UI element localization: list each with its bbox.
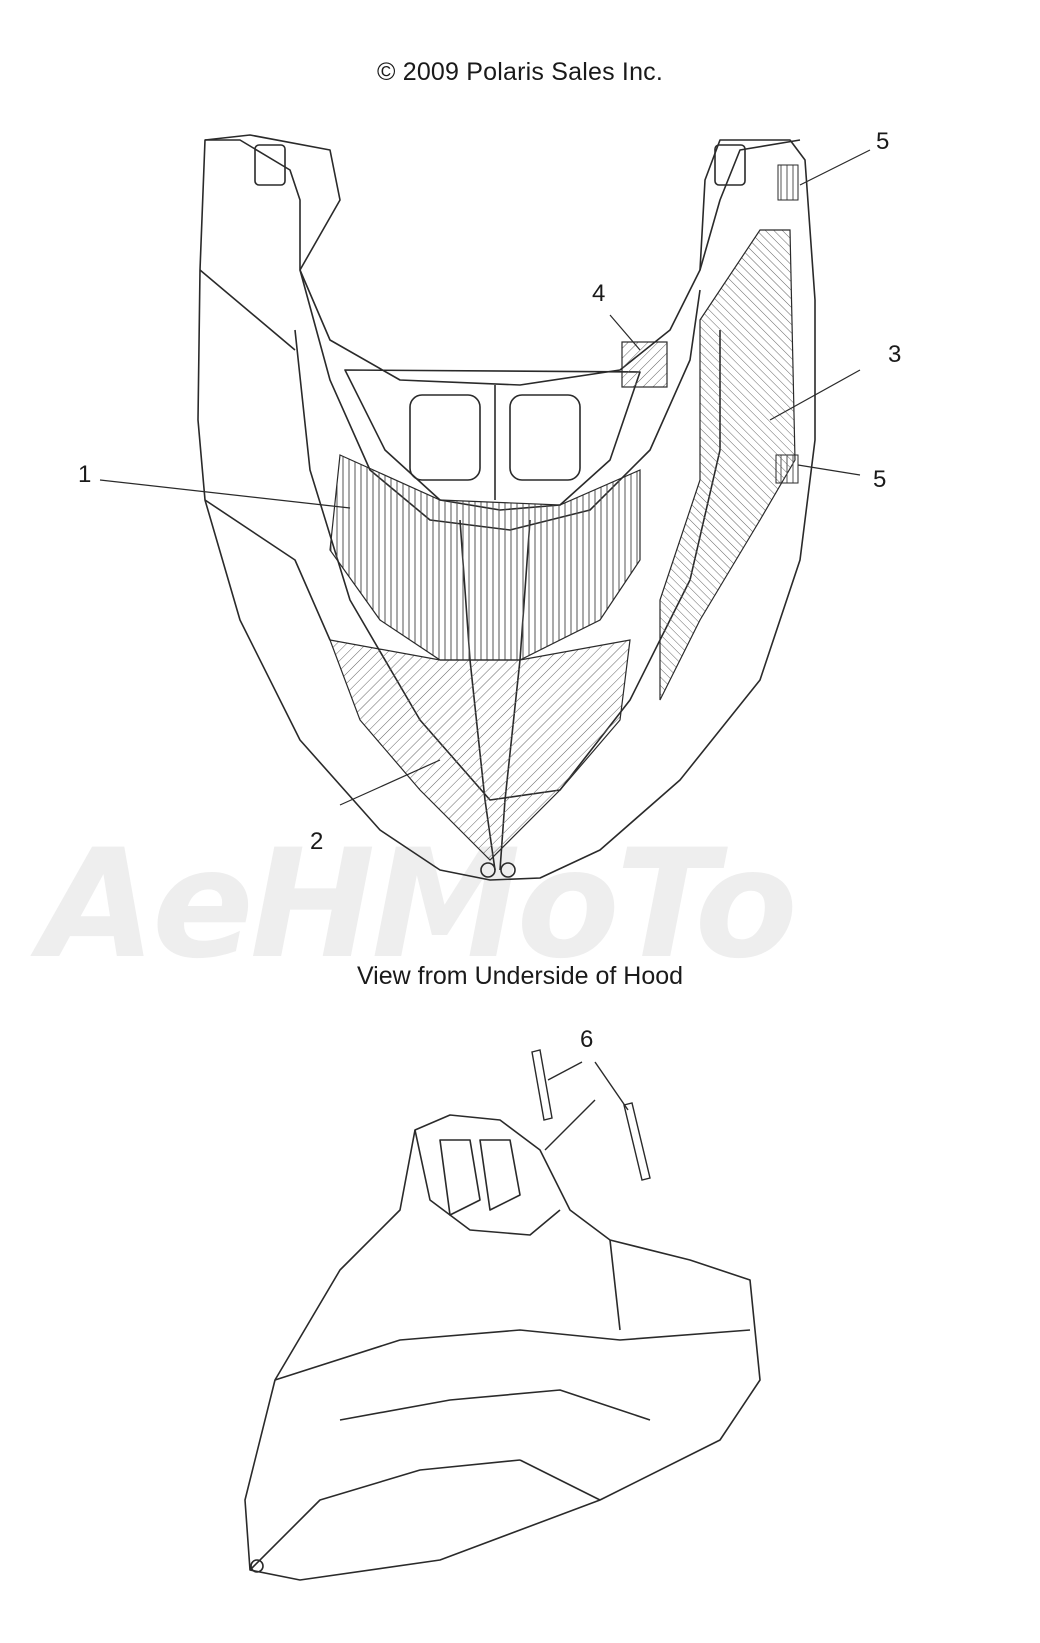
hood-outer-shell	[197, 139, 816, 881]
strip-6-right	[623, 1102, 651, 1181]
hood-iso-outer	[244, 1114, 761, 1581]
strip-6-left	[531, 1049, 553, 1121]
callout-1: 1	[78, 461, 92, 488]
decal-5-top	[777, 164, 799, 201]
callout-2: 2	[310, 828, 324, 855]
decal-5-bottom	[775, 454, 799, 484]
callout-5-top: 5	[876, 128, 890, 155]
callout-5-bottom: 5	[873, 466, 887, 493]
callout-4: 4	[592, 280, 606, 307]
callout-6: 6	[580, 1026, 594, 1053]
decal-2-area	[329, 639, 631, 861]
callout-3: 3	[888, 341, 902, 368]
copyright-text: © 2009 Polaris Sales Inc.	[376, 58, 664, 86]
decal-4-area	[621, 341, 668, 388]
view-caption: View from Underside of Hood	[356, 962, 684, 990]
decal-1-area	[329, 454, 641, 661]
decal-3-area	[659, 229, 796, 701]
